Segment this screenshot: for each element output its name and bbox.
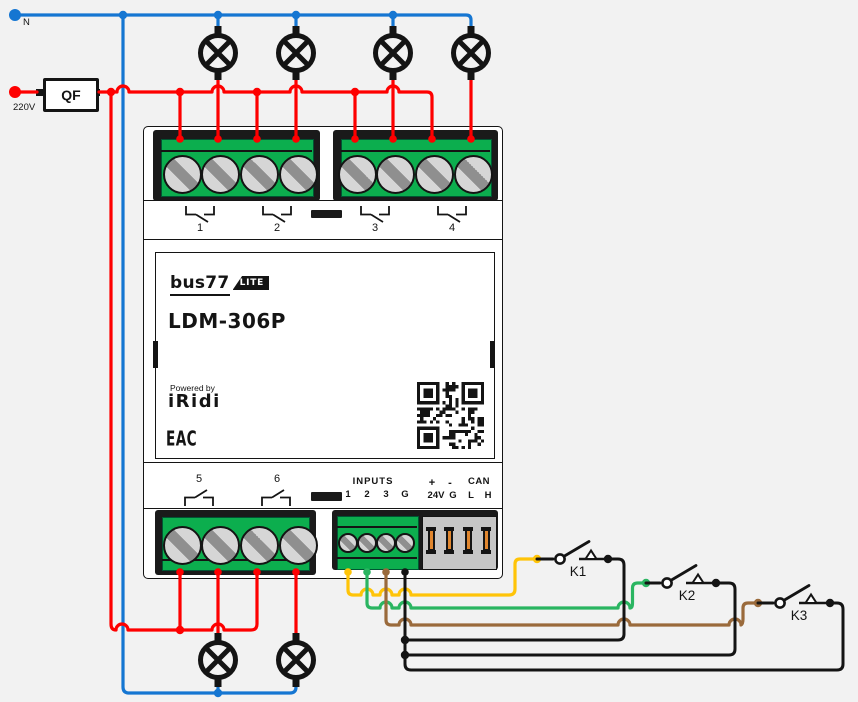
- screw-terminal-input-g: [395, 533, 415, 553]
- screw-terminal: [162, 525, 202, 565]
- can-title: CAN: [467, 476, 491, 487]
- switch-k3: [774, 584, 827, 609]
- relay-channel-label: 1: [196, 222, 204, 234]
- screw-terminal: [414, 154, 454, 194]
- gnd-label: G: [449, 490, 457, 501]
- eac-mark: EAC: [166, 426, 198, 451]
- lamp-2: [276, 26, 316, 80]
- switch-k1: [554, 540, 606, 565]
- lamp-6: [276, 633, 316, 687]
- screw-terminal-input-3: [376, 533, 396, 553]
- can-h-label: H: [484, 490, 492, 501]
- relay-channel-label: 5: [195, 473, 203, 485]
- inputs-title: INPUTS: [352, 476, 394, 487]
- screw-terminal-input-1: [338, 533, 358, 553]
- led-window-bottom: [311, 492, 342, 501]
- iridi-logo: iRidi: [168, 391, 221, 412]
- input-terminal-label: 1: [345, 489, 351, 500]
- relay-contact-symbol-2: [262, 206, 292, 223]
- relay-contact-symbol-5: [184, 489, 214, 506]
- breaker-label: QF: [61, 87, 81, 103]
- switch-k2: [661, 564, 713, 589]
- relay-channel-label: 3: [371, 222, 379, 234]
- relay-channel-label: 6: [273, 473, 281, 485]
- relay-channel-label: 4: [448, 222, 456, 234]
- led-window-top: [311, 210, 342, 218]
- neutral-label: N: [23, 17, 30, 28]
- relay-contact-symbol-3: [360, 206, 390, 223]
- can-pin: [447, 531, 451, 549]
- input-terminal-label: 2: [364, 489, 370, 500]
- screw-terminal: [337, 154, 377, 194]
- plus-label: +: [428, 477, 436, 489]
- screw-terminal: [239, 525, 279, 565]
- din-clip-left: [153, 341, 158, 368]
- can-l-label: L: [468, 490, 474, 501]
- screw-terminal: [278, 154, 318, 194]
- lamp-4: [451, 26, 491, 80]
- k3-return-and-ground: [403, 570, 845, 672]
- lamp-3: [373, 26, 413, 80]
- neutral-bus-top: [13, 13, 473, 33]
- brand-tag: LITE: [232, 276, 270, 290]
- relay-contact-symbol-1: [185, 206, 215, 223]
- switch-label-k3: K3: [790, 608, 808, 623]
- screw-terminal: [200, 154, 240, 194]
- screw-terminal: [162, 154, 202, 194]
- screw-terminal-input-2: [357, 533, 377, 553]
- phase-voltage-label: 220V: [13, 102, 36, 113]
- minus-label: -: [448, 477, 452, 489]
- input-terminal-label: G: [401, 489, 409, 500]
- circuit-breaker: QF: [43, 78, 99, 112]
- input-terminal-label: 3: [383, 489, 389, 500]
- can-pin: [466, 531, 470, 549]
- screw-terminal: [278, 525, 318, 565]
- lamp-1: [198, 26, 238, 80]
- screw-terminal: [453, 154, 493, 194]
- switch-label-k2: K2: [678, 588, 696, 603]
- can-pin: [429, 531, 433, 549]
- screw-terminal: [375, 154, 415, 194]
- relay-contact-symbol-4: [437, 206, 467, 223]
- v24-label: 24V: [427, 490, 445, 501]
- model-name: LDM-306P: [168, 309, 286, 333]
- relay-channel-label: 2: [273, 222, 281, 234]
- lamp-5: [198, 633, 238, 687]
- qr-code: [417, 382, 484, 449]
- relay-contact-symbol-6: [261, 489, 291, 506]
- screw-terminal: [200, 525, 240, 565]
- can-pin: [484, 531, 488, 549]
- screw-terminal: [239, 154, 279, 194]
- switch-label-k1: K1: [569, 564, 587, 579]
- din-clip-right: [490, 341, 495, 368]
